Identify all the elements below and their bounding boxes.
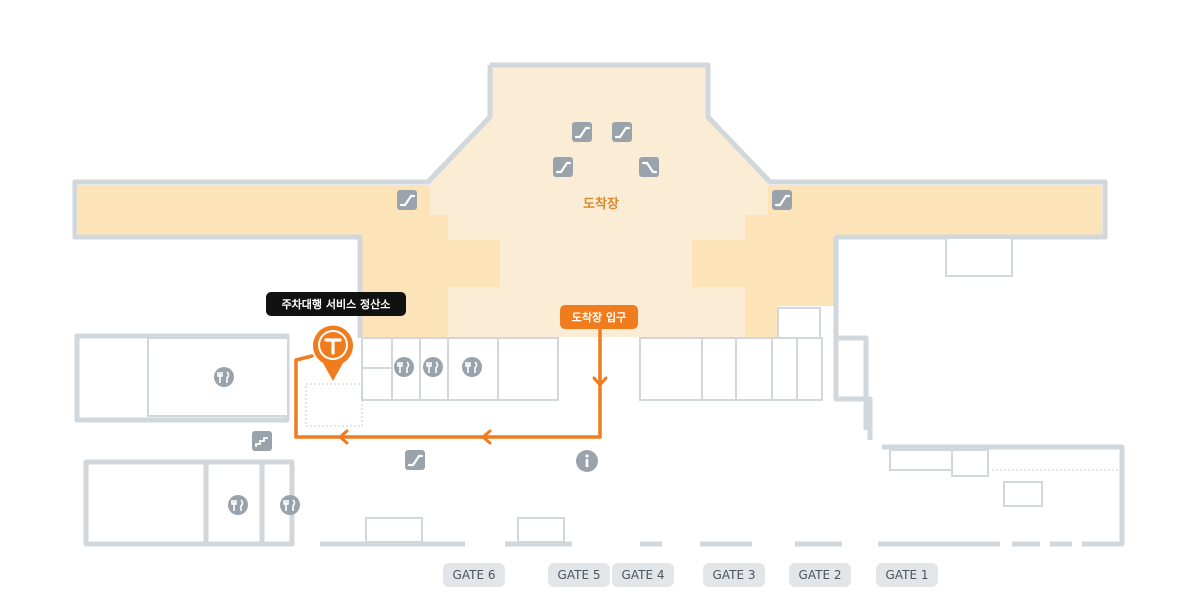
escalator-icon <box>405 450 425 470</box>
escalator-icon <box>553 157 573 177</box>
restaurant-icon <box>394 357 414 377</box>
arrival-entrance-tag[interactable]: 도착장 입구 <box>560 305 638 329</box>
restaurant-icons <box>214 357 482 515</box>
restaurant-icon <box>214 367 234 387</box>
restaurant-icon <box>462 357 482 377</box>
gate-4-badge[interactable]: GATE 4 <box>612 563 674 587</box>
info-icon[interactable] <box>576 450 598 472</box>
escalator-icon <box>639 157 659 177</box>
gate-5-label: GATE 5 <box>558 568 601 582</box>
route-arrows <box>338 376 608 445</box>
gate-1-badge[interactable]: GATE 1 <box>876 563 938 587</box>
arrival-hall-area <box>430 67 768 337</box>
stairs-icon <box>252 431 272 451</box>
escalator-icons <box>397 122 792 470</box>
walking-route <box>294 328 602 439</box>
gate-4-label: GATE 4 <box>622 568 665 582</box>
gate-3-badge[interactable]: GATE 3 <box>703 563 765 587</box>
route-arrow-left-icon <box>338 429 349 445</box>
gate-5-badge[interactable]: GATE 5 <box>548 563 610 587</box>
escalator-icon <box>397 190 417 210</box>
building-outline-top <box>72 62 1108 338</box>
gate-6-label: GATE 6 <box>453 568 496 582</box>
arrival-hall-label: 도착장 <box>583 196 619 212</box>
gate-6-badge[interactable]: GATE 6 <box>443 563 505 587</box>
restaurant-icon <box>423 357 443 377</box>
escalator-icon <box>572 122 592 142</box>
gate-3-label: GATE 3 <box>713 568 756 582</box>
gate-labels: GATE 6 GATE 5 GATE 4 GATE 3 GATE 2 GATE … <box>443 563 938 587</box>
valet-booth-area <box>305 383 1118 471</box>
restaurant-icon <box>280 495 300 515</box>
gate-1-label: GATE 1 <box>886 568 929 582</box>
valet-service-tag-label: 주차대행 서비스 정산소 <box>282 297 391 311</box>
restaurant-icon <box>228 495 248 515</box>
valet-location-pin-icon[interactable] <box>313 325 353 381</box>
arrival-entrance-tag-label: 도착장 입구 <box>572 310 626 324</box>
gate-2-label: GATE 2 <box>799 568 842 582</box>
shop-units <box>147 237 1043 543</box>
gate-2-badge[interactable]: GATE 2 <box>789 563 851 587</box>
route-arrow-left-icon <box>481 429 492 445</box>
escalator-icon <box>612 122 632 142</box>
escalator-icon <box>772 190 792 210</box>
route-arrow-down-icon <box>592 376 608 387</box>
valet-service-tag[interactable]: 주차대행 서비스 정산소 <box>266 292 406 316</box>
